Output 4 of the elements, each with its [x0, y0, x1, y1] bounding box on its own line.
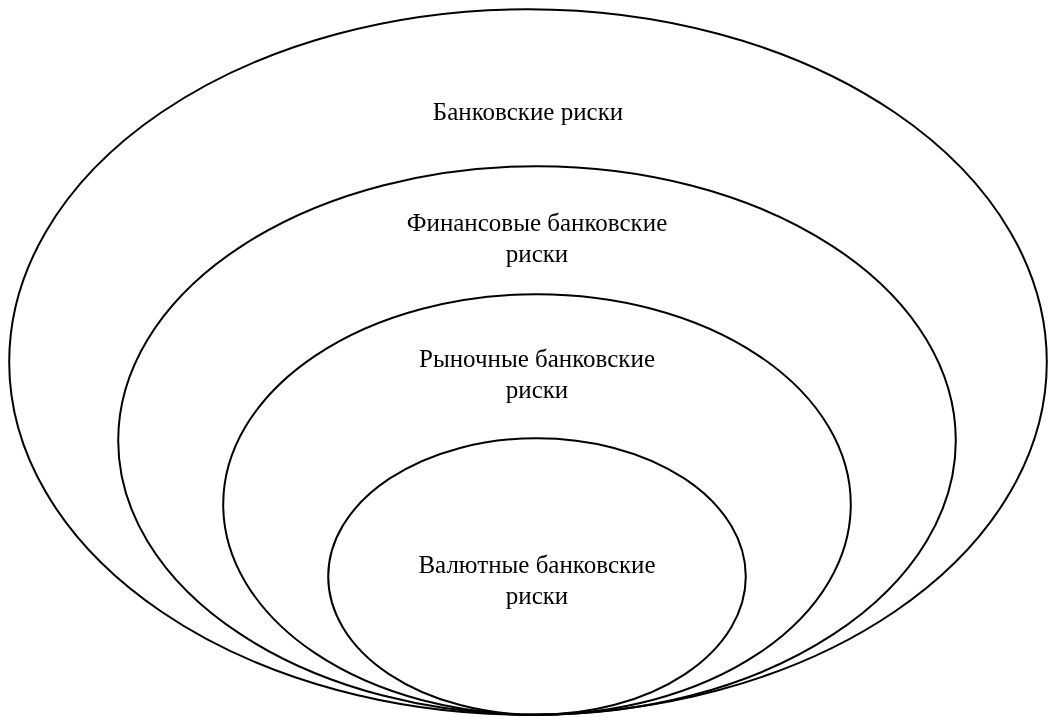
node-label: Финансовые банковские риски — [405, 208, 669, 269]
node-label: Рыночные банковские риски — [418, 344, 656, 405]
node-label: Валютные банковские риски — [417, 550, 657, 611]
node-label: Банковские риски — [431, 97, 625, 127]
